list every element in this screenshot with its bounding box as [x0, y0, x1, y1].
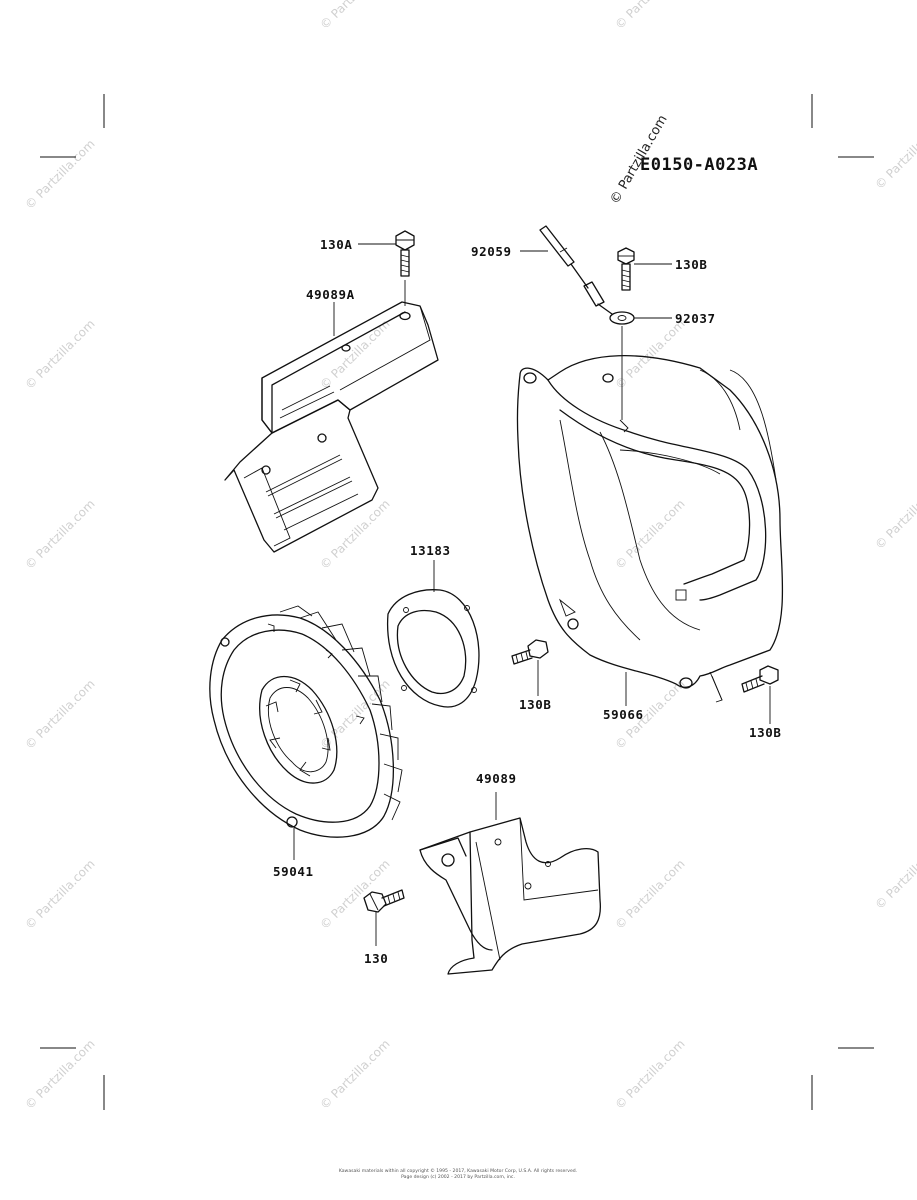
fan-fins — [279, 605, 403, 821]
callout-92037: 92037 — [675, 311, 716, 326]
watermark: © Partzilla.com — [872, 837, 917, 912]
footer-design: Page design (c) 2002 - 2017 by Partzilla… — [401, 1174, 515, 1180]
bolt-130B-mid — [511, 639, 549, 696]
cover-49089A — [224, 301, 439, 553]
footer-copyright: Kawasaki materials within all copyright … — [339, 1167, 577, 1174]
watermark: © Partzilla.com — [22, 497, 97, 572]
plate-13183 — [386, 560, 480, 708]
watermark: © Partzilla.com — [317, 0, 392, 32]
watermark-grid: © Partzilla.com © Partzilla.com © Partzi… — [22, 0, 917, 1112]
callout-92059: 92059 — [471, 244, 512, 259]
callout-130A: 130A — [320, 237, 353, 252]
diagram-code: E0150-A023A — [640, 155, 758, 175]
leader-lines — [333, 243, 723, 701]
watermark: © Partzilla.com — [22, 317, 97, 392]
callout-59041: 59041 — [273, 864, 314, 879]
bracket-49089 — [419, 792, 602, 975]
watermark: © Partzilla.com — [22, 137, 97, 212]
callout-130B-top: 130B — [675, 257, 708, 272]
watermark: © Partzilla.com — [317, 1037, 392, 1112]
bolt-130B-top — [617, 247, 635, 291]
watermark: © Partzilla.com — [612, 1037, 687, 1112]
watermark: © Partzilla.com — [872, 117, 917, 192]
fan-59041 — [209, 605, 403, 860]
callout-13183: 13183 — [410, 543, 451, 558]
watermark: © Partzilla.com — [612, 317, 687, 392]
callout-49089: 49089 — [476, 771, 517, 786]
watermark: © Partzilla.com — [872, 477, 917, 552]
callout-130B-mid: 130B — [519, 697, 552, 712]
watermark: © Partzilla.com — [22, 857, 97, 932]
bolt-130A — [395, 230, 415, 306]
watermark: © Partzilla.com — [612, 0, 687, 32]
callout-59066: 59066 — [603, 707, 644, 722]
callout-130B-right: 130B — [749, 725, 782, 740]
watermark: © Partzilla.com — [612, 857, 687, 932]
crop-marks — [40, 94, 874, 1110]
callout-49089A: 49089A — [306, 287, 355, 302]
watermark: © Partzilla.com — [612, 497, 687, 572]
callout-130: 130 — [364, 951, 388, 966]
watermark: © Partzilla.com — [22, 677, 97, 752]
callout-labels: 130A 92059 130B 49089A 92037 13183 130B … — [273, 237, 782, 966]
bolt-130B-right — [741, 665, 779, 724]
bolt-130 — [363, 889, 405, 946]
shroud-59066 — [516, 355, 784, 706]
